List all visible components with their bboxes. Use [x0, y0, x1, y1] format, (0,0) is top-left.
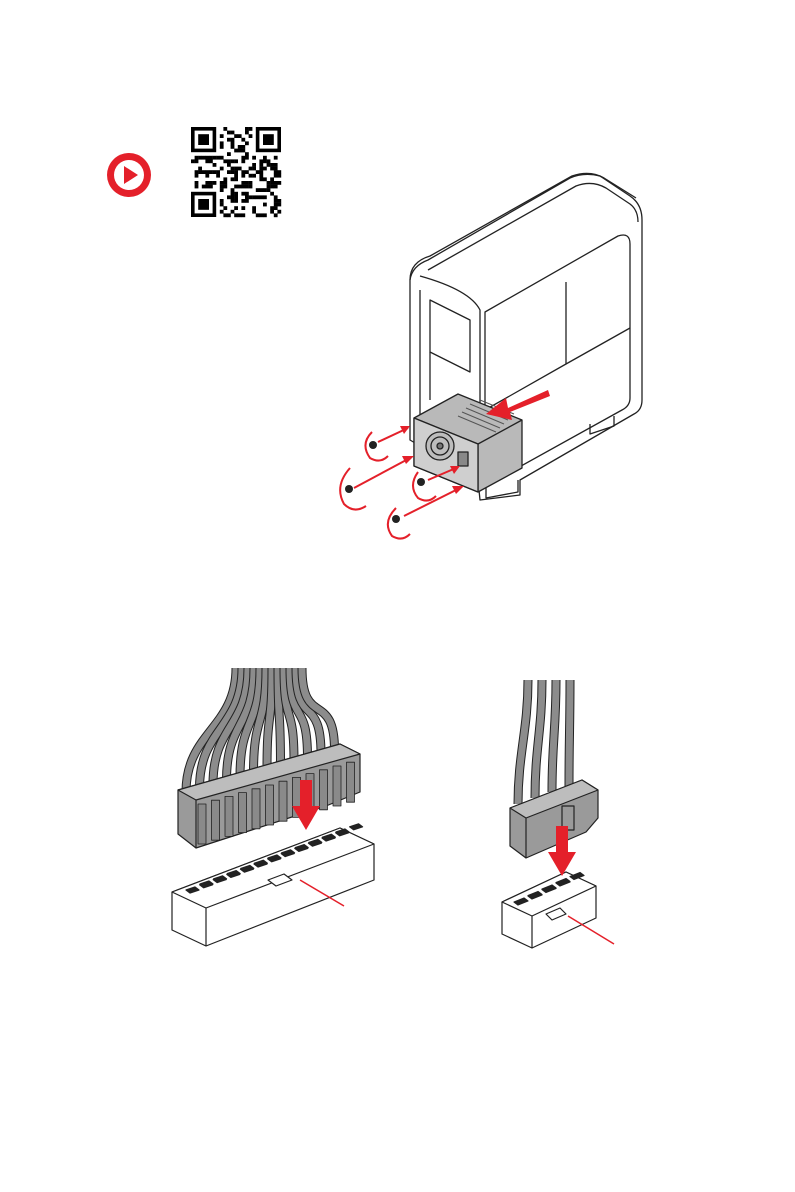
atx-24pin-connector: [172, 668, 374, 946]
qr-code-icon[interactable]: [191, 127, 281, 217]
pc-case-illustration: [410, 173, 642, 500]
cpu-8pin-connector: [502, 680, 598, 948]
play-circle-icon[interactable]: [107, 153, 151, 197]
